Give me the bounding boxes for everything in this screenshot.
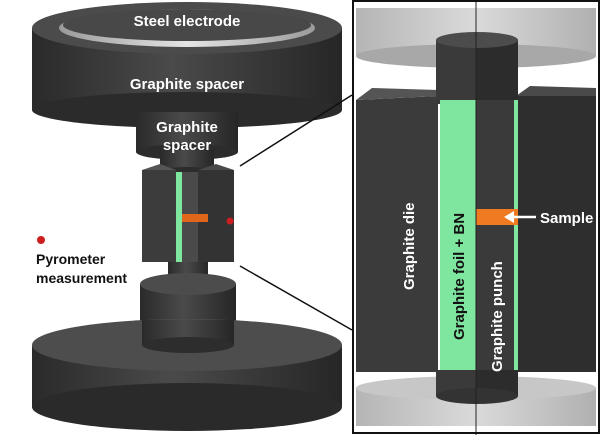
zoom-die-right	[516, 96, 596, 372]
zoom-panel	[352, 0, 600, 435]
top-spacer-bottom	[32, 92, 342, 128]
label-graphite-foil: Graphite foil + BN	[451, 213, 468, 340]
label-graphite-die: Graphite die	[401, 202, 418, 290]
label-graphite-punch: Graphite punch	[489, 261, 506, 372]
zoom-foil	[440, 100, 476, 370]
steel-electrode-inner	[63, 9, 311, 41]
pyrometer-point	[37, 236, 45, 244]
label-graphite-spacer-small-2: spacer	[163, 137, 212, 154]
callout-line-bottom	[239, 265, 353, 331]
sample-arrow	[504, 211, 536, 223]
callout-line-top	[239, 94, 353, 167]
label-pyrometer-2: measurement	[36, 270, 127, 286]
pyrometer-point-die	[226, 217, 234, 225]
zoom-die-left	[356, 96, 438, 372]
bottom-spacer	[32, 319, 342, 431]
label-pyrometer-1: Pyrometer	[36, 251, 106, 267]
top-electrode-assembly	[32, 2, 342, 128]
label-sample: Sample	[540, 210, 593, 227]
left-graphite-die	[142, 164, 234, 264]
zoom-sample	[476, 209, 518, 225]
left-foil	[176, 172, 182, 262]
label-steel-electrode: Steel electrode	[134, 13, 241, 30]
label-graphite-spacer-top: Graphite spacer	[130, 76, 244, 93]
label-graphite-spacer-small-1: Graphite	[156, 119, 218, 136]
left-sample	[182, 214, 208, 222]
